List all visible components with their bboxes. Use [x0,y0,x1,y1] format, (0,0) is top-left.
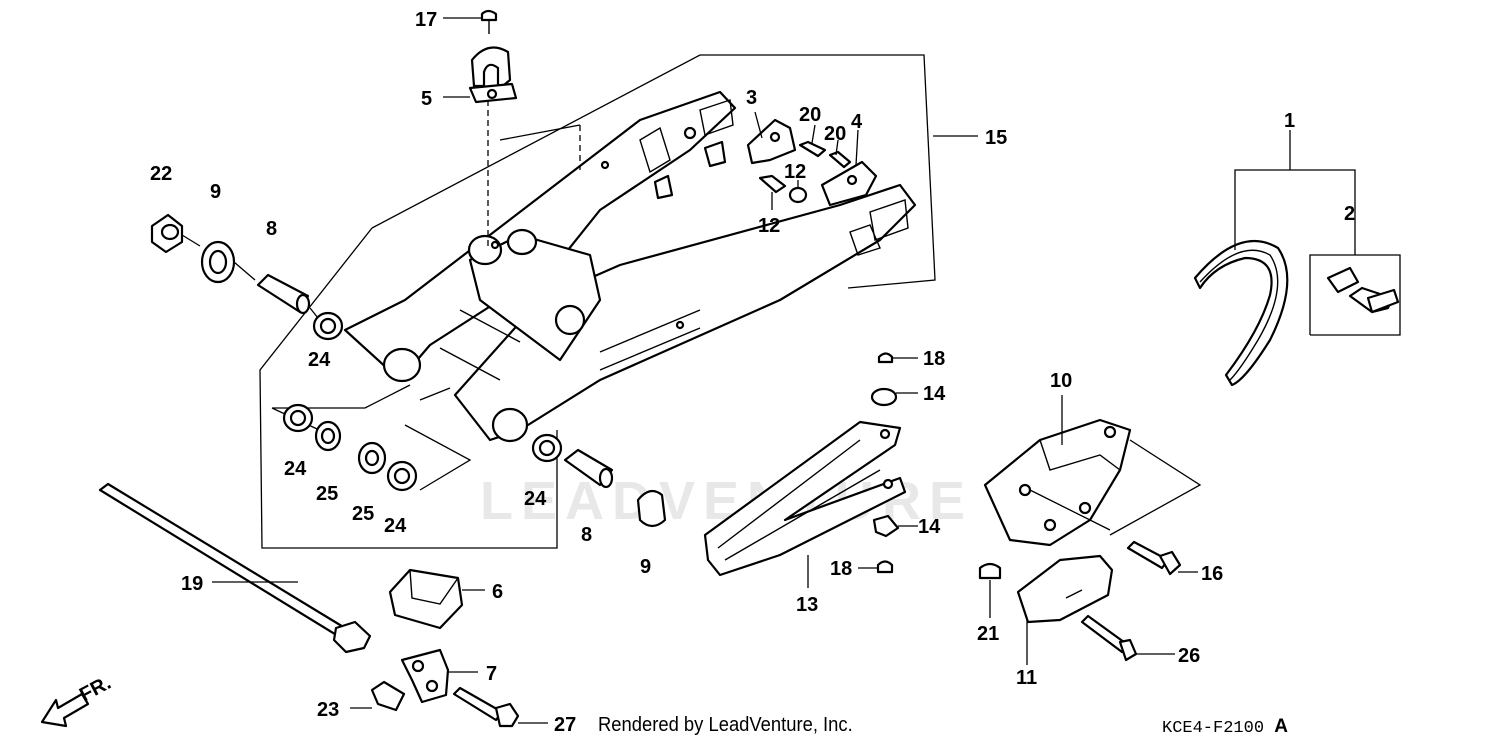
bolt-20b [828,150,852,169]
label-20b: 20 [824,123,846,145]
bearing-24-right [386,460,418,492]
credit-text: Rendered by LeadVenture, Inc. [598,714,853,736]
label-12a: 12 [784,161,806,183]
label-18b: 18 [830,558,852,580]
bolt-16 [1126,540,1182,576]
diagram-code-suffix: A [1274,716,1288,737]
label-8a: 8 [266,218,277,240]
label-9a: 9 [210,181,221,203]
label-24a: 24 [308,349,331,371]
bearing-24-upper [312,311,344,341]
plate-3 [746,118,797,165]
label-17: 17 [415,9,437,31]
front-direction-arrow-icon [40,692,90,728]
label-10: 10 [1050,370,1072,392]
label-24b: 24 [284,458,307,480]
plate-4 [820,160,878,207]
label-15: 15 [985,127,1007,149]
chain-slider [703,420,907,577]
label-20a: 20 [799,104,821,126]
bolt-26 [1080,614,1138,662]
seal-25-right [357,441,387,475]
nut-22 [150,213,184,254]
label-1: 1 [1284,110,1295,132]
label-16: 16 [1201,563,1223,585]
label-24d: 24 [524,488,547,510]
grommet-14-top [870,387,898,407]
label-25b: 25 [352,503,374,525]
label-3: 3 [746,87,757,109]
label-19: 19 [181,573,203,595]
collar-23 [370,680,406,712]
seal-25-left [314,420,342,452]
block-6 [388,568,464,630]
bearing-24-lower [531,433,563,463]
label-18a: 18 [923,348,945,370]
plate-7 [400,648,450,704]
label-7: 7 [486,663,497,685]
label-6: 6 [492,581,503,603]
label-9b: 9 [640,556,651,578]
label-25a: 25 [316,483,338,505]
label-4: 4 [851,111,863,133]
label-5: 5 [421,88,432,110]
screw-17 [480,9,498,34]
label-13: 13 [796,594,818,616]
label-24c: 24 [384,515,407,537]
seal-9-right [636,489,667,528]
nut-12b [788,186,808,204]
label-2: 2 [1344,203,1355,225]
bolt-27 [452,686,520,728]
label-26: 26 [1178,645,1200,667]
label-12b: 12 [758,215,780,237]
label-22: 22 [150,163,172,185]
screw-18-top [877,352,894,364]
label-14a: 14 [923,383,946,405]
label-27: 27 [554,714,576,736]
cable-clamp [468,46,518,104]
bearing-24-left [282,403,314,433]
label-11: 11 [1016,667,1037,689]
diagram-code-main: KCE4-F2100 [1162,719,1265,738]
label-21: 21 [977,623,999,645]
swingarm [343,90,917,443]
collar-8-left [256,273,311,315]
grommet-14-bottom [872,514,900,538]
master-link [1326,266,1400,314]
seal-9-left [200,240,236,284]
drive-chain [1193,240,1289,387]
collar-8-right [563,448,614,489]
label-14b: 14 [918,516,941,538]
label-8b: 8 [581,524,592,546]
guide-block-11 [1016,554,1114,624]
label-23: 23 [317,699,339,721]
bolt-20a [798,140,827,158]
bolt-12a [758,174,787,194]
pivot-bolt [98,482,372,654]
diagram-code: KCE4-F2100 A [1162,716,1288,738]
washer-21 [978,562,1002,580]
chain-guide [983,418,1132,547]
screw-18-bottom [876,560,894,574]
